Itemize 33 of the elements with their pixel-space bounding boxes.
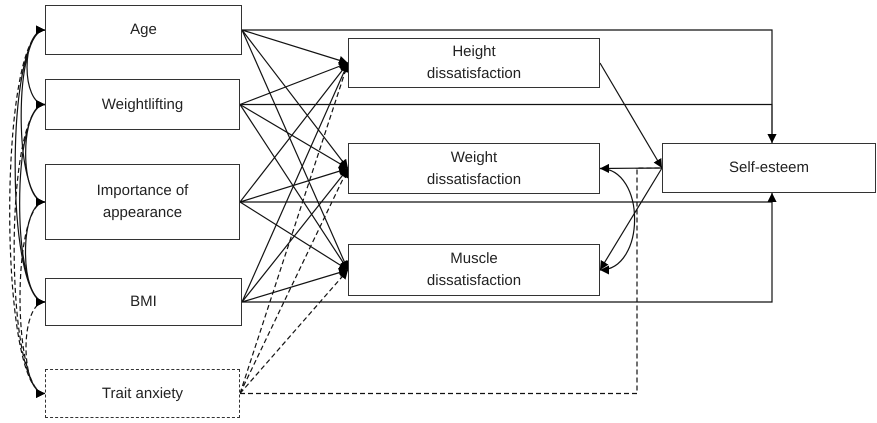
arrow [599,62,663,168]
variable-box [662,143,876,193]
variable-box [45,278,242,326]
variable-label: Muscle dissatisfaction [426,249,522,291]
variable-label: Weightlifting [102,94,184,114]
arrow [242,30,348,169]
variable-label: Weight dissatisfaction [426,148,522,190]
arrow [600,166,636,273]
arrow [242,193,776,303]
arrow [240,166,348,203]
variable-label: Height dissatisfaction [426,42,522,84]
arrow [239,168,349,394]
variable-box [348,38,600,88]
arrow [240,104,776,143]
variable-box [348,244,600,296]
arrow [240,202,348,270]
variable-label: Trait anxiety [102,384,184,404]
variable-box [45,369,240,418]
variable-box [45,79,240,130]
arrow [242,268,348,303]
arrow [240,62,348,106]
arrow [240,104,348,170]
arrow [240,270,348,394]
arrow [242,29,348,65]
variable-label: BMI [130,292,157,312]
variable-label: Age [130,20,157,40]
variable-label: Importance of appearance [96,181,190,223]
variable-box [45,5,242,55]
variable-label: Self-esteem [728,158,810,178]
variable-box [45,164,240,240]
arrow [242,168,348,302]
arrow [599,168,663,270]
variable-box [348,143,600,194]
